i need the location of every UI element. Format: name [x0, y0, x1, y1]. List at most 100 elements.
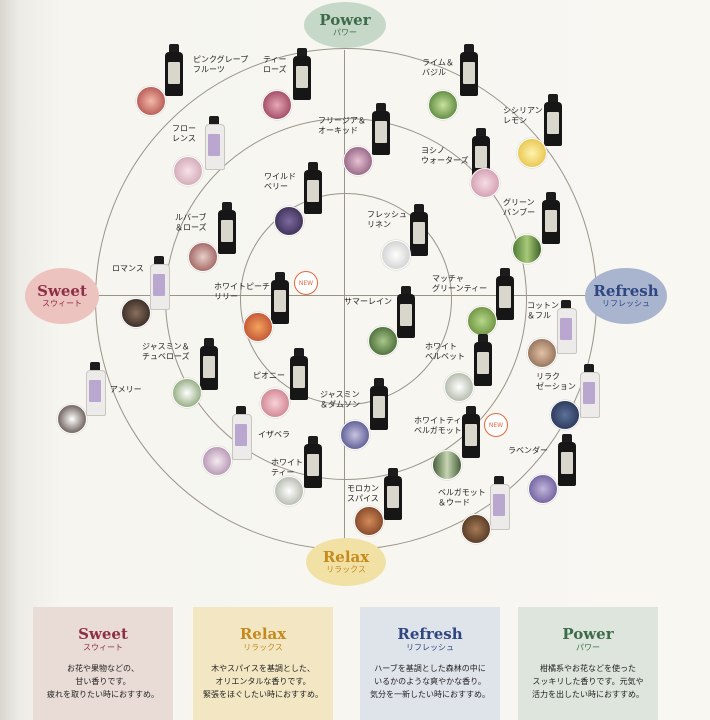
- photo-fresh-linen: [381, 240, 411, 270]
- card-relax-subtitle: リラックス: [243, 643, 283, 652]
- photo-white-velvet: [444, 372, 474, 402]
- photo-summer-rain: [368, 326, 398, 356]
- bottle-florence-icon: [205, 116, 225, 170]
- bottle-relaxation-icon: [580, 364, 600, 418]
- photo-yoshino-water: [470, 168, 500, 198]
- photo-white-tea: [274, 476, 304, 506]
- label-jasmine-tuberose: ジャスミン＆ チュベローズ: [142, 342, 190, 361]
- card-power-title: Power: [562, 625, 614, 643]
- label-white-tea-bergamot: ホワイトティー＆ ベルガモット: [414, 416, 478, 435]
- photo-romance: [121, 298, 151, 328]
- photo-white-peach-lily: [243, 312, 273, 342]
- sweet-hub: Sweet スウィート: [25, 268, 99, 324]
- photo-isabella: [202, 446, 232, 476]
- bottle-lime-basil-icon: [460, 44, 478, 96]
- label-pink-grapefruit: ピンクグレープ フルーツ: [193, 55, 249, 74]
- relax-hub: Relax リラックス: [306, 538, 386, 586]
- inner-ring: [240, 193, 452, 405]
- power-hub: Power パワー: [304, 2, 386, 48]
- bottle-wild-berry-icon: [304, 162, 322, 214]
- label-matcha-green-tea: マッチャ グリーンティー: [432, 274, 488, 293]
- bottle-freesia-orchid-icon: [372, 103, 390, 155]
- card-relax: Relax リラックス 木やスパイスを基調とした、 オリエンタルな香りです。 緊…: [193, 607, 333, 720]
- card-power: Power パワー 柑橘系やお花などを使った スッキリした香りです。元気や 活力…: [518, 607, 658, 720]
- refresh-hub: Refresh リフレッシュ: [585, 268, 667, 324]
- photo-relaxation: [550, 400, 580, 430]
- bottle-pink-grapefruit-icon: [165, 44, 183, 96]
- label-white-velvet: ホワイト ベルベット: [425, 342, 465, 361]
- label-green-bamboo: グリーン バンブー: [503, 198, 536, 217]
- sweet-hub-title: Sweet: [37, 282, 87, 300]
- bottle-rhubarb-rose-icon: [218, 202, 236, 254]
- refresh-hub-subtitle: リフレッシュ: [602, 299, 650, 308]
- bottle-sicilian-lemon-icon: [544, 94, 562, 146]
- new-badge-white-tea-bergamot: NEW: [484, 413, 508, 437]
- power-hub-title: Power: [319, 11, 371, 29]
- vertical-axis: [344, 50, 346, 560]
- card-sweet-desc: お花や果物などの、 甘い香りです。 疲れを取りたい時におすすめ。: [47, 664, 159, 699]
- label-lavender: ラベンダー: [508, 446, 548, 455]
- card-sweet-subtitle: スウィート: [83, 643, 123, 652]
- bottle-summer-rain-icon: [397, 286, 415, 338]
- label-isabella: イザベラ: [258, 430, 290, 439]
- bottle-matcha-green-tea-icon: [496, 268, 514, 320]
- label-romance: ロマンス: [112, 264, 144, 273]
- bottle-green-bamboo-icon: [542, 192, 560, 244]
- bottle-peony-icon: [290, 348, 308, 400]
- photo-tea-rose: [262, 90, 292, 120]
- bottle-moroccan-spice-icon: [384, 468, 402, 520]
- photo-florence: [173, 156, 203, 186]
- photo-green-bamboo: [512, 234, 542, 264]
- bottle-romance-icon: [150, 256, 170, 310]
- card-refresh-subtitle: リフレッシュ: [406, 643, 454, 652]
- bottle-tea-rose-icon: [293, 48, 311, 100]
- new-badge-white-peach-lily: NEW: [294, 271, 318, 295]
- photo-jasmine-tuberose: [172, 378, 202, 408]
- sweet-hub-subtitle: スウィート: [42, 299, 82, 308]
- label-cotton-flower: コットン ＆フル: [527, 301, 559, 320]
- refresh-hub-title: Refresh: [593, 282, 659, 300]
- label-white-peach-lily: ホワイトピーチ＆ リリー: [214, 282, 278, 301]
- card-sweet: Sweet スウィート お花や果物などの、 甘い香りです。 疲れを取りたい時にお…: [33, 607, 173, 720]
- label-florence: フロー レンス: [172, 124, 196, 143]
- photo-matcha-green-tea: [467, 306, 497, 336]
- label-rhubarb-rose: ルバーブ ＆ローズ: [175, 213, 207, 232]
- bottle-white-velvet-icon: [474, 334, 492, 386]
- bottle-fresh-linen-icon: [410, 204, 428, 256]
- photo-wild-berry: [274, 206, 304, 236]
- bottle-lavender-icon: [558, 434, 576, 486]
- bottle-jasmine-damson-icon: [370, 378, 388, 430]
- photo-peony: [260, 388, 290, 418]
- card-refresh: Refresh リフレッシュ ハーブを基調とした森林の中に いるかのような爽やか…: [360, 607, 500, 720]
- photo-jasmine-damson: [340, 420, 370, 450]
- bottle-amelie-icon: [86, 362, 106, 416]
- bottle-isabella-icon: [232, 406, 252, 460]
- card-relax-title: Relax: [239, 625, 287, 643]
- card-power-subtitle: パワー: [576, 643, 600, 652]
- label-moroccan-spice: モロカン スパイス: [347, 484, 379, 503]
- label-wild-berry: ワイルド ベリー: [264, 172, 296, 191]
- label-freesia-orchid: フリージア＆ オーキッド: [318, 116, 366, 135]
- label-yoshino-water: ヨシノ ウォーターズ: [421, 146, 469, 165]
- label-summer-rain: サマーレイン: [344, 297, 392, 306]
- card-refresh-desc: ハーブを基調とした森林の中に いるかのような爽やかな香り。 気分を一新したい時に…: [370, 664, 490, 699]
- horizontal-axis: [95, 295, 600, 297]
- photo-freesia-orchid: [343, 146, 373, 176]
- photo-pink-grapefruit: [136, 86, 166, 116]
- photo-lime-basil: [428, 90, 458, 120]
- bottle-cotton-flower-icon: [557, 300, 577, 354]
- card-relax-desc: 木やスパイスを基調とした、 オリエンタルな香りです。 緊張をほぐしたい時におすす…: [203, 664, 323, 699]
- photo-rhubarb-rose: [188, 242, 218, 272]
- relax-hub-subtitle: リラックス: [326, 565, 366, 574]
- photo-lavender: [528, 474, 558, 504]
- relax-hub-title: Relax: [322, 548, 370, 566]
- bottle-white-peach-lily-icon: [271, 272, 289, 324]
- label-peony: ピオニー: [253, 371, 285, 380]
- bottle-white-tea-bergamot-icon: [462, 406, 480, 458]
- label-tea-rose: ティー ローズ: [263, 55, 287, 74]
- label-amelie: アメリー: [110, 385, 142, 394]
- photo-amelie: [57, 404, 87, 434]
- card-refresh-title: Refresh: [397, 625, 463, 643]
- label-jasmine-damson: ジャスミン ＆ダムソン: [320, 390, 360, 409]
